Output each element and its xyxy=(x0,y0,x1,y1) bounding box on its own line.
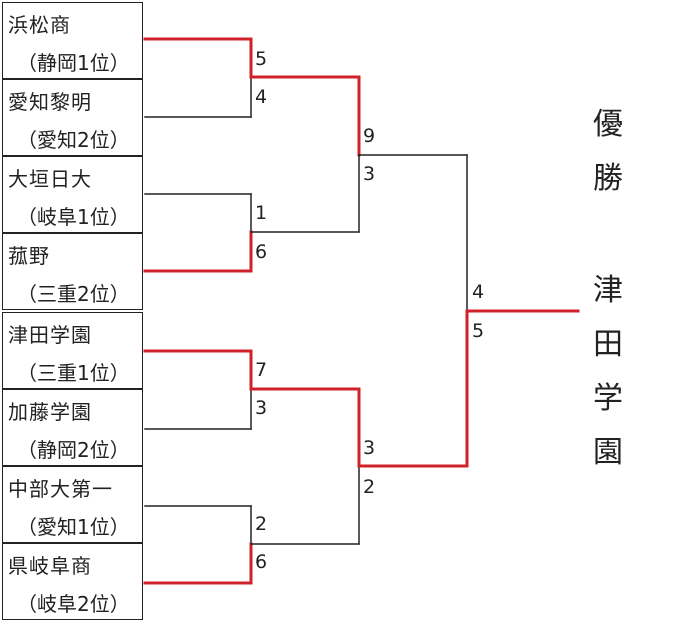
score-round1-match2-top: 1 xyxy=(255,202,268,224)
team-prefecture: （愛知1位） xyxy=(17,515,130,539)
team-name: 浜松商 xyxy=(8,13,71,37)
team-box: 菰野 （三重2位） xyxy=(2,233,143,310)
team-prefecture: （愛知2位） xyxy=(17,128,130,152)
team-prefecture: （岐阜2位） xyxy=(17,592,130,616)
team-name: 愛知黎明 xyxy=(8,90,92,114)
champion-label-char: 優 xyxy=(593,107,623,142)
score-final-top: 4 xyxy=(472,281,485,303)
score-round1-match4-bottom: 6 xyxy=(255,551,268,573)
team-prefecture: （静岡1位） xyxy=(17,51,130,75)
team-name: 菰野 xyxy=(8,244,50,268)
champion-name-char: 津 xyxy=(593,273,623,308)
score-round1-match1-bottom: 4 xyxy=(255,86,268,108)
team-name: 中部大第一 xyxy=(8,477,113,501)
score-round1-match1-top: 5 xyxy=(255,48,268,70)
team-box: 大垣日大 （岐阜1位） xyxy=(2,156,143,233)
team-prefecture: （三重1位） xyxy=(17,361,130,385)
champion-name-char: 学 xyxy=(593,381,623,416)
team-prefecture: （静岡2位） xyxy=(17,438,130,462)
team-prefecture: （三重2位） xyxy=(17,282,130,306)
champion-label: 優 勝 xyxy=(588,98,628,206)
team-name: 県岐阜商 xyxy=(8,554,92,578)
team-box: 愛知黎明 （愛知2位） xyxy=(2,79,143,156)
score-round1-match2-bottom: 6 xyxy=(255,241,268,263)
score-round2-match1-bottom: 3 xyxy=(363,163,376,185)
team-name: 加藤学園 xyxy=(8,400,92,424)
score-round2-match1-top: 9 xyxy=(363,125,376,147)
team-box: 県岐阜商 （岐阜2位） xyxy=(2,543,143,620)
team-box: 浜松商 （静岡1位） xyxy=(2,2,143,79)
score-round1-match3-top: 7 xyxy=(255,359,268,381)
champion-name-char: 園 xyxy=(593,435,623,470)
team-box: 中部大第一 （愛知1位） xyxy=(2,466,143,543)
team-box: 加藤学園 （静岡2位） xyxy=(2,389,143,466)
score-round1-match3-bottom: 3 xyxy=(255,397,268,419)
champion-name-char: 田 xyxy=(593,327,623,362)
champion-name: 津 田 学 園 xyxy=(588,264,628,480)
score-round1-match4-top: 2 xyxy=(255,513,268,535)
team-name: 津田学園 xyxy=(8,323,92,347)
score-round2-match2-bottom: 2 xyxy=(363,476,376,498)
champion-label-char: 勝 xyxy=(593,161,623,196)
team-name: 大垣日大 xyxy=(8,167,92,191)
team-prefecture: （岐阜1位） xyxy=(17,205,130,229)
team-box: 津田学園 （三重1位） xyxy=(2,312,143,389)
score-final-bottom: 5 xyxy=(472,320,485,342)
score-round2-match2-top: 3 xyxy=(363,437,376,459)
